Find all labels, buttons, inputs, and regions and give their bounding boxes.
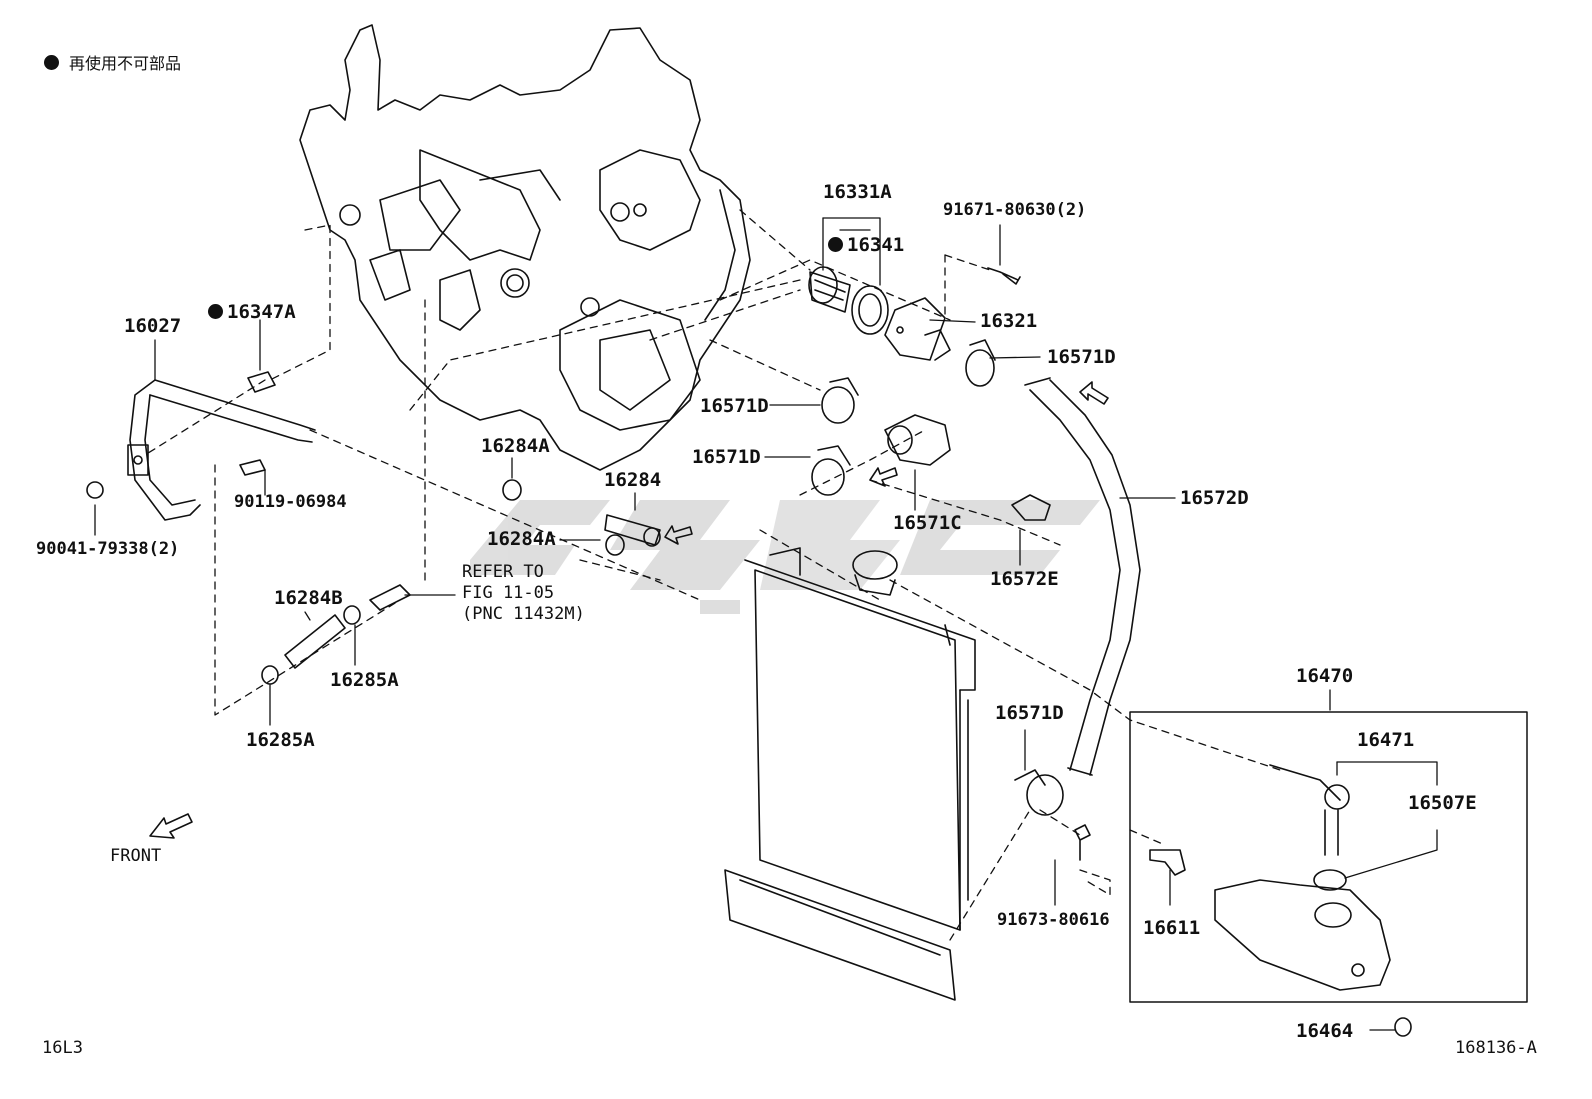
part-label: 16285A <box>246 729 315 751</box>
part-label: 16571D <box>1047 346 1116 368</box>
diagram-code-right: 168136-A <box>1455 1038 1537 1058</box>
watermark-logo <box>470 500 1100 614</box>
bypass-pipe <box>86 379 316 521</box>
clamp-16284A <box>502 479 625 556</box>
non-reusable-part-icon <box>208 304 223 319</box>
part-label: 16284B <box>274 587 343 609</box>
flow-arrow <box>664 381 1109 545</box>
front-label: FRONT <box>110 846 162 866</box>
part-label: 16470 <box>1296 665 1354 687</box>
reservoir-tank <box>1214 764 1391 991</box>
legend: 再使用不可部品 <box>44 50 181 74</box>
part-label: 16572D <box>1180 487 1249 509</box>
clamp-middle-1 <box>821 377 859 424</box>
reservoir-group-box <box>1129 711 1528 1003</box>
part-label: 16331A <box>823 181 892 203</box>
engine-block <box>299 24 751 471</box>
part-label: 16284A <box>481 435 550 457</box>
part-label: 16284A <box>487 528 556 550</box>
part-label: 91671-80630(2) <box>943 200 1087 220</box>
hose-clip <box>1011 494 1051 521</box>
clamp-upper-right <box>965 339 996 387</box>
non-reusable-part-icon <box>828 237 843 252</box>
part-label: 16284 <box>604 469 662 491</box>
part-label: 91673-80616 <box>997 910 1110 930</box>
lower-clamp <box>1014 769 1064 816</box>
non-reusable-part-icon <box>44 54 59 70</box>
part-label: 16464 <box>1296 1020 1354 1042</box>
front-arrow-icon <box>149 813 193 839</box>
part-label: 16321 <box>980 310 1038 332</box>
legend-text: 再使用不可部品 <box>69 54 182 73</box>
reference-note-line-1: REFER TO <box>462 562 544 582</box>
hose-16284B <box>261 605 361 685</box>
gasket-ring <box>851 285 889 335</box>
bolt <box>987 267 1021 285</box>
part-label-with-bullet: 16347A <box>208 303 296 322</box>
reference-note-line-3: (PNC 11432M) <box>462 604 585 624</box>
part-label: 16572E <box>990 568 1059 590</box>
hose-16284 <box>604 514 661 547</box>
dashed-leaders <box>144 209 1281 941</box>
part-label: 16571D <box>700 395 769 417</box>
radiator <box>724 547 976 1001</box>
bracket-16347A <box>247 371 276 393</box>
reference-note-line-2: FIG 11-05 <box>462 583 555 603</box>
radiator-hose <box>1024 377 1141 776</box>
part-label: 16507E <box>1408 792 1477 814</box>
part-label-with-bullet: 16341 <box>828 236 904 255</box>
bolt-91673 <box>1074 824 1091 861</box>
part-label: 16571D <box>995 702 1064 724</box>
part-label: 16611 <box>1143 917 1201 939</box>
clamp-middle-2 <box>811 445 851 496</box>
bracket-16611 <box>1149 849 1186 876</box>
water-inlet-housing <box>884 297 951 361</box>
part-label: 16571C <box>893 512 962 534</box>
part-label: 90119-06984 <box>234 492 347 512</box>
leader-lines <box>94 217 1438 1031</box>
bypass-hose <box>884 414 951 466</box>
part-label: 16571D <box>692 446 761 468</box>
part-label: 90041-79338(2) <box>36 539 180 559</box>
fitting-ref <box>369 584 411 611</box>
diagram-code-left: 16L3 <box>42 1038 83 1058</box>
cap-16464 <box>1394 1017 1412 1037</box>
part-label: 16471 <box>1357 729 1415 751</box>
thermostat <box>808 266 851 313</box>
part-label: 16027 <box>124 315 182 337</box>
part-label: 16285A <box>330 669 399 691</box>
